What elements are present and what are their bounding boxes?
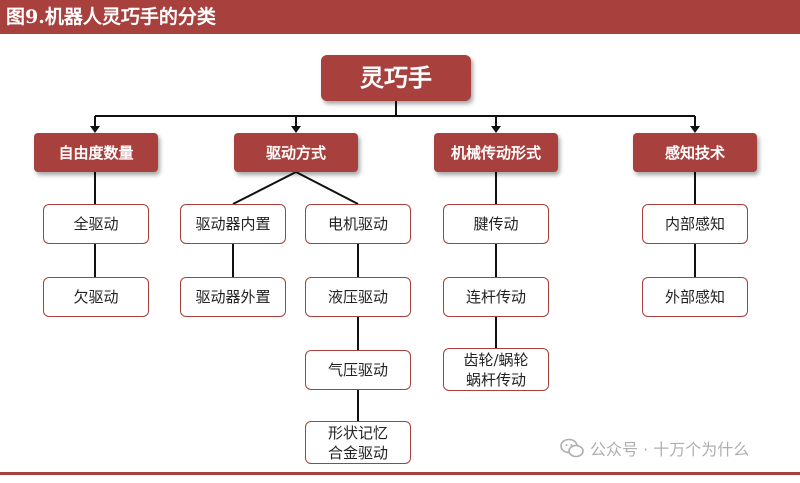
node-pneumatic-drive: 气压驱动 [305, 350, 411, 390]
node-linkage-transmission: 连杆传动 [443, 277, 549, 317]
node-external-sensing: 外部感知 [642, 277, 748, 317]
node-shape-memory-alloy-drive: 形状记忆 合金驱动 [305, 421, 411, 464]
node-hydraulic-drive: 液压驱动 [305, 277, 411, 317]
arrowhead-transmission [491, 126, 501, 133]
figure-title: 图9.机器人灵巧手的分类 [6, 6, 216, 28]
node-category-transmission: 机械传动形式 [434, 133, 558, 172]
watermark-text: 公众号 · 十万个为什么 [590, 440, 750, 459]
node-category-drive-mode: 驱动方式 [234, 133, 358, 172]
wechat-icon [560, 438, 584, 458]
node-root: 灵巧手 [321, 55, 471, 101]
arrowhead-dof [90, 126, 100, 133]
node-tendon-transmission: 腱传动 [443, 204, 549, 244]
node-under-drive: 欠驱动 [43, 277, 149, 317]
node-internal-sensing: 内部感知 [642, 204, 748, 244]
node-category-sensing: 感知技术 [633, 133, 757, 172]
connector-drive-split-right [295, 171, 359, 205]
node-internal-actuator: 驱动器内置 [180, 204, 286, 244]
node-motor-drive: 电机驱动 [305, 204, 411, 244]
arrowhead-drive [291, 126, 301, 133]
connector-drive-split-left [232, 171, 297, 205]
watermark: 公众号 · 十万个为什么 [560, 436, 749, 460]
node-category-dof: 自由度数量 [34, 133, 158, 172]
node-full-drive: 全驱动 [43, 204, 149, 244]
figure-title-bar: 图9.机器人灵巧手的分类 [0, 0, 800, 34]
node-external-actuator: 驱动器外置 [180, 277, 286, 317]
node-gear-worm-transmission: 齿轮/蜗轮 蜗杆传动 [443, 348, 549, 391]
bottom-rule [0, 472, 800, 475]
arrowhead-sensing [690, 126, 700, 133]
